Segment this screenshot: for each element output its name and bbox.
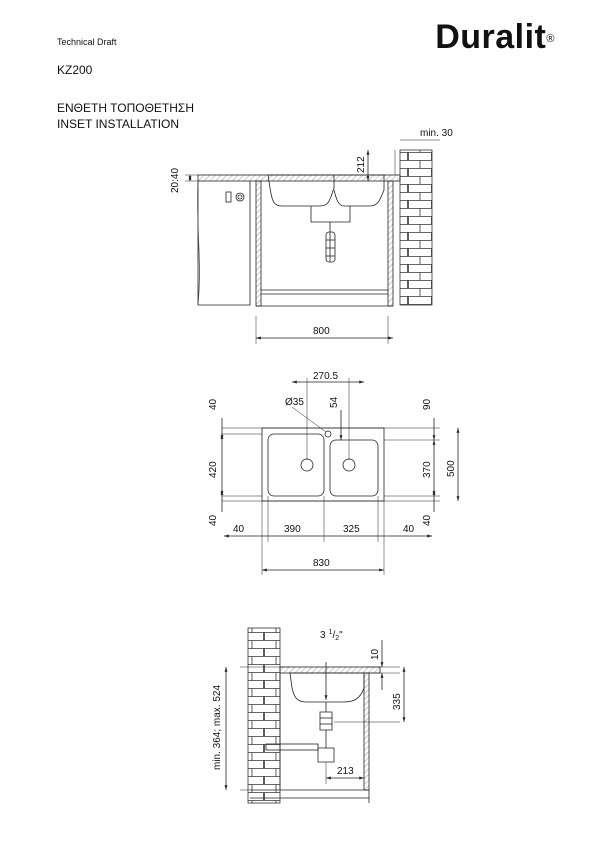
bowl-right-top — [329, 439, 379, 497]
dim-w-right-bowl: 325 — [343, 524, 360, 535]
top-view-drawing — [220, 378, 460, 575]
dim-right-top: 90 — [422, 398, 433, 410]
dim-w-left-margin: 40 — [233, 524, 245, 535]
sink-outline — [261, 427, 385, 502]
tap-hole — [324, 430, 332, 438]
countertop-section — [279, 666, 381, 674]
dim-w-right-margin: 40 — [403, 524, 415, 535]
cabinet-panel-section — [363, 672, 370, 791]
registered-mark: ® — [546, 33, 555, 45]
countertop — [197, 174, 401, 182]
drain-size-num: 1 — [329, 629, 333, 636]
drain-left-top — [300, 458, 314, 472]
dim-tap-offset: 54 — [329, 396, 340, 408]
dim-w-left-bowl: 390 — [284, 524, 301, 535]
sink-bowl-left — [267, 174, 335, 207]
side-view-drawing — [185, 139, 440, 344]
dim-sink-height: 212 — [356, 156, 367, 173]
dim-cabinet-width: 800 — [313, 326, 330, 337]
sink-bowl-section — [289, 672, 365, 703]
dim-wall-offset: 213 — [337, 766, 354, 777]
appliance-cabinet — [197, 181, 251, 306]
drain-pipe — [310, 206, 351, 262]
brand-logo: Duralit® — [435, 20, 555, 54]
appliance-knob — [235, 192, 245, 202]
dim-right-bottom: 40 — [422, 514, 433, 526]
dim-left-bottom: 40 — [208, 514, 219, 526]
dim-counter-thickness: 20:40 — [170, 168, 181, 193]
cabinet-side-left — [255, 180, 262, 307]
brick-wall-section — [247, 627, 281, 804]
sink-bowl-right — [333, 174, 385, 207]
page-title: ΕΝΘΕΤΗ ΤΟΠΟΘΕΤΗΣΗ INSET INSTALLATION — [57, 100, 194, 132]
drain-size-unit: " — [339, 630, 343, 641]
dim-total-width: 830 — [313, 558, 330, 569]
dim-right-bowl: 370 — [422, 461, 433, 478]
title-greek: ΕΝΘΕΤΗ ΤΟΠΟΘΕΤΗΣΗ — [57, 101, 194, 115]
document-type-label: Technical Draft — [57, 37, 117, 47]
siphon — [317, 702, 335, 763]
cabinet-side-right — [387, 180, 394, 307]
dim-rim: 10 — [370, 648, 381, 660]
dim-drain-depth: 335 — [392, 693, 403, 710]
dim-left-bowl: 420 — [208, 461, 219, 478]
drain-right-top — [342, 458, 356, 472]
dim-total-depth: 500 — [446, 460, 457, 477]
drain-size-den: 2 — [335, 635, 339, 642]
dim-wall-gap: min. 30 — [420, 128, 453, 139]
dim-between-drains: 270.5 — [313, 371, 338, 382]
title-english: INSET INSTALLATION — [57, 117, 180, 131]
brick-wall — [399, 149, 433, 306]
dim-siphon-range: min. 364; max. 524 — [212, 685, 223, 770]
wall-outlet-pipe — [265, 743, 319, 751]
model-code: KZ200 — [57, 63, 93, 77]
dim-tap-hole: Ø35 — [285, 397, 304, 408]
drain-size-main: 3 — [320, 630, 326, 641]
brand-name: Duralit — [435, 18, 547, 56]
section-view-drawing — [224, 627, 406, 804]
bowl-left-top — [267, 433, 325, 497]
dim-left-top: 40 — [208, 398, 219, 410]
